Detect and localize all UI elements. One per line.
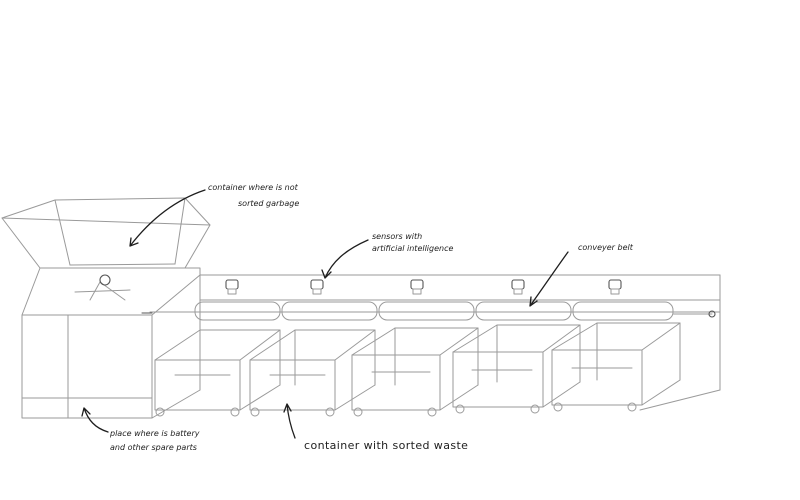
hopper-label-line2: sorted garbage: [238, 199, 300, 208]
conveyor-housing: [149, 274, 721, 411]
belt-arrow: [529, 251, 569, 307]
sorted-container-1: [154, 329, 281, 417]
sorted-container-5: [551, 322, 681, 412]
sorted-waste-label: container with sorted waste: [304, 439, 469, 452]
sorted-container-4: [452, 324, 581, 414]
sensor-1: [225, 279, 239, 295]
sorted-arrow: [283, 403, 296, 439]
sorted-container-2: [249, 329, 376, 417]
sensor-4: [511, 279, 525, 295]
hopper-container: [1, 197, 211, 269]
conveyor-belt: [141, 301, 716, 321]
belt-label: conveyer belt: [578, 243, 633, 252]
sorted-container-3: [351, 327, 479, 417]
sensors-arrow: [321, 239, 369, 279]
hopper-label-line1: container where is not: [208, 183, 298, 192]
base-box: [21, 267, 201, 419]
sensors-label-line1: sensors with: [372, 232, 423, 241]
battery-label-line1: place where is battery: [110, 429, 200, 438]
sensor-3: [410, 279, 424, 295]
sensor-2: [310, 279, 324, 295]
sensor-5: [608, 279, 622, 295]
battery-label-line2: and other spare parts: [110, 443, 197, 452]
sensors-label-line2: artificial intelligence: [372, 244, 454, 253]
battery-arrow: [81, 407, 109, 433]
hopper-arrow: [129, 189, 206, 247]
